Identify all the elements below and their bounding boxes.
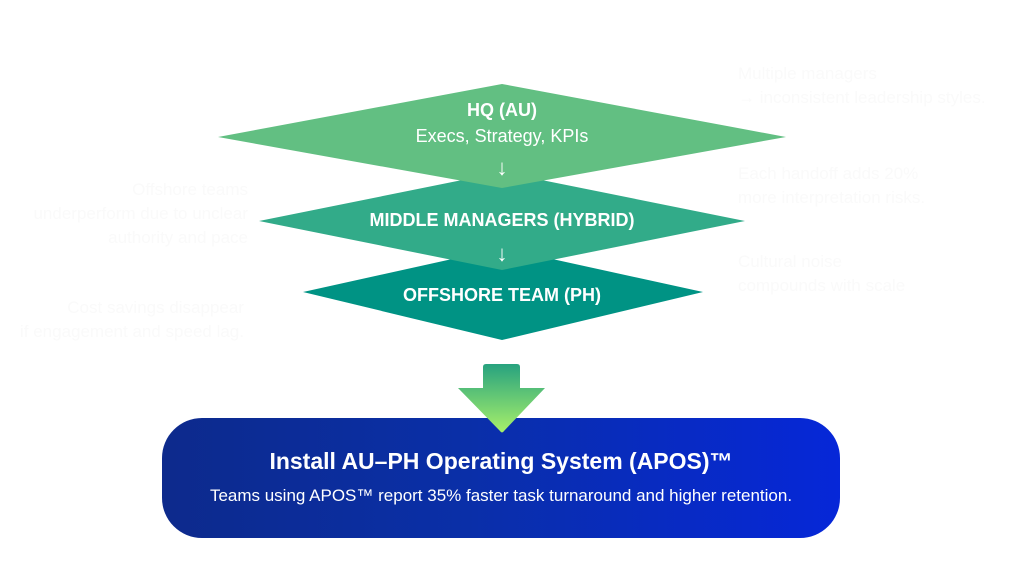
layer-middle-shape xyxy=(259,172,745,270)
note-line: authority and pace xyxy=(108,228,248,247)
layer-top-shape xyxy=(218,84,786,188)
note-line: Offshore teams xyxy=(132,180,248,199)
cta-title: Install AU–PH Operating System (APOS)™ xyxy=(269,448,733,474)
note-line: → inconsistent leadership styles. xyxy=(738,88,986,107)
note-line: compounds with scale xyxy=(738,276,906,295)
note-line: Each handoff adds 20% xyxy=(738,164,919,183)
note-line: more interpretation risks. xyxy=(738,188,926,207)
layer-middle-title: MIDDLE MANAGERS (HYBRID) xyxy=(369,210,635,230)
apos-cta-box: Install AU–PH Operating System (APOS)™ T… xyxy=(162,418,840,538)
layer-top-subtitle: Execs, Strategy, KPIs xyxy=(415,126,589,146)
layer-bottom-title: OFFSHORE TEAM (PH) xyxy=(403,285,601,305)
note-cultural-noise: Cultural noise compounds with scale xyxy=(738,250,905,298)
note-line: Multiple managers xyxy=(738,64,877,83)
note-handoff-risk: Each handoff adds 20% more interpretatio… xyxy=(738,162,925,210)
down-arrow-icon: ↓ xyxy=(496,241,508,266)
note-line: if engagement and speed lag. xyxy=(19,322,244,341)
note-multiple-managers: Multiple managers → inconsistent leaders… xyxy=(738,62,986,110)
down-arrow-icon: ↓ xyxy=(496,155,508,180)
note-line: Cost savings disappear xyxy=(67,298,244,317)
layer-top-title: HQ (AU) xyxy=(467,100,537,120)
note-offshore-underperform: Offshore teams underperform due to uncle… xyxy=(33,178,248,250)
layer-bottom-shape xyxy=(303,248,703,340)
note-cost-savings: Cost savings disappear if engagement and… xyxy=(20,296,244,344)
cta-subtitle: Teams using APOS™ report 35% faster task… xyxy=(209,486,793,505)
note-line: underperform due to unclear xyxy=(33,204,248,223)
note-line: Cultural noise xyxy=(738,252,842,271)
